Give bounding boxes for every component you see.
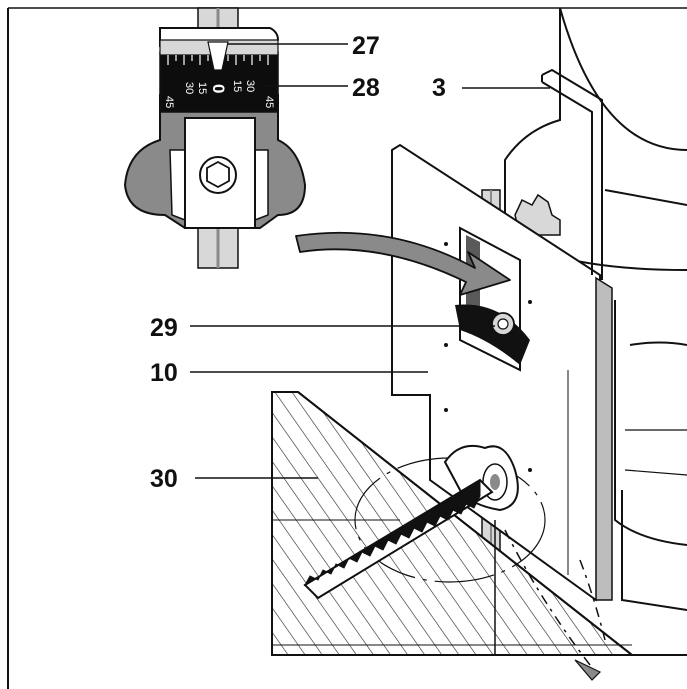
scale-label-right-15: 15 (231, 80, 243, 92)
saw-blade (303, 478, 494, 600)
scale-label-right-45: 45 (263, 96, 275, 108)
lever-handle (541, 68, 603, 280)
scale-label-left-30: 30 (183, 82, 195, 94)
scale-label-left-15: 15 (196, 82, 208, 94)
callout-10: 10 (150, 359, 178, 387)
callout-30: 30 (150, 465, 178, 493)
bevel-scale-inset: 45 30 15 0 15 30 45 (123, 7, 307, 269)
callout-29: 29 (150, 314, 178, 342)
leader-lines (190, 43, 550, 479)
scale-label-left-45: 45 (163, 96, 175, 108)
scale-label-zero: 0 (209, 84, 228, 93)
scale-label-right-30: 30 (244, 80, 256, 92)
callout-27: 27 (352, 32, 380, 60)
curved-arrow (295, 231, 511, 296)
callout-28: 28 (352, 74, 380, 102)
blade-tip-below (574, 659, 602, 681)
swing-indicator-lines (504, 529, 606, 666)
callout-3: 3 (432, 74, 446, 102)
clamping-screw (491, 312, 515, 336)
